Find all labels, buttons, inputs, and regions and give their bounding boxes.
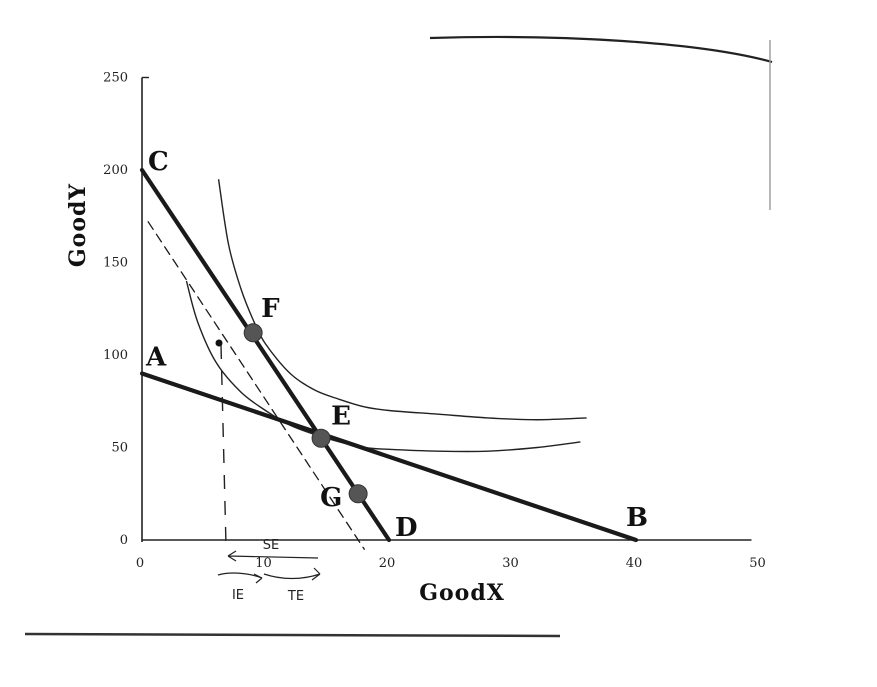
indifference-curve-1 <box>217 179 587 421</box>
y-tick-label: 250 <box>103 71 128 86</box>
tick-labels: 0 10 20 30 40 50 0 50 100 150 200 250 <box>103 71 766 572</box>
y-axis-label: GoodY <box>65 183 91 267</box>
point-f-marker <box>243 323 263 343</box>
drop-line <box>220 344 227 546</box>
point-b-label: B <box>626 503 648 533</box>
ie-arrow <box>217 572 263 579</box>
point-g-marker <box>348 484 368 504</box>
ie-label: IE <box>232 588 244 603</box>
y-tick-label: 0 <box>120 533 128 548</box>
x-tick-label: 40 <box>626 556 643 571</box>
axes <box>141 76 752 542</box>
se-arrow <box>227 550 319 562</box>
axis-labels: GoodX GoodY <box>65 183 505 606</box>
handwritten-annotations: SE IE TE <box>215 339 321 604</box>
ie-arrow-head <box>253 573 263 584</box>
dashed-tangency-point <box>215 339 223 347</box>
x-tick-label: 30 <box>502 556 519 571</box>
dashed-compensated-budget-line <box>147 221 365 550</box>
page-frame-lines <box>24 35 773 638</box>
point-c-label: C <box>148 147 169 177</box>
point-d-label: D <box>395 513 418 543</box>
y-tick-label: 100 <box>103 348 128 363</box>
y-tick-label: 150 <box>103 256 128 271</box>
x-axis-label: GoodX <box>419 580 505 606</box>
te-arrow <box>263 567 321 581</box>
x-tick-label: 10 <box>255 556 272 571</box>
point-f-label: F <box>261 294 280 324</box>
se-label: SE <box>263 538 279 553</box>
x-tick-label: 50 <box>749 556 766 571</box>
point-e-marker <box>311 428 331 448</box>
indifference-curve-2 <box>185 280 581 453</box>
y-tick-label: 200 <box>103 163 128 178</box>
budget-line-ab <box>139 371 639 543</box>
y-tick-label: 50 <box>111 441 128 456</box>
x-tick-label: 0 <box>136 556 144 571</box>
point-g-label: G <box>320 483 342 513</box>
point-e-label: E <box>331 401 351 431</box>
budget-lines <box>139 167 639 550</box>
point-a-label: A <box>145 343 167 373</box>
points: A B C D E F G <box>145 147 648 543</box>
x-tick-label: 20 <box>379 556 396 571</box>
te-label: TE <box>287 589 304 604</box>
budget-line-cd <box>139 167 392 543</box>
